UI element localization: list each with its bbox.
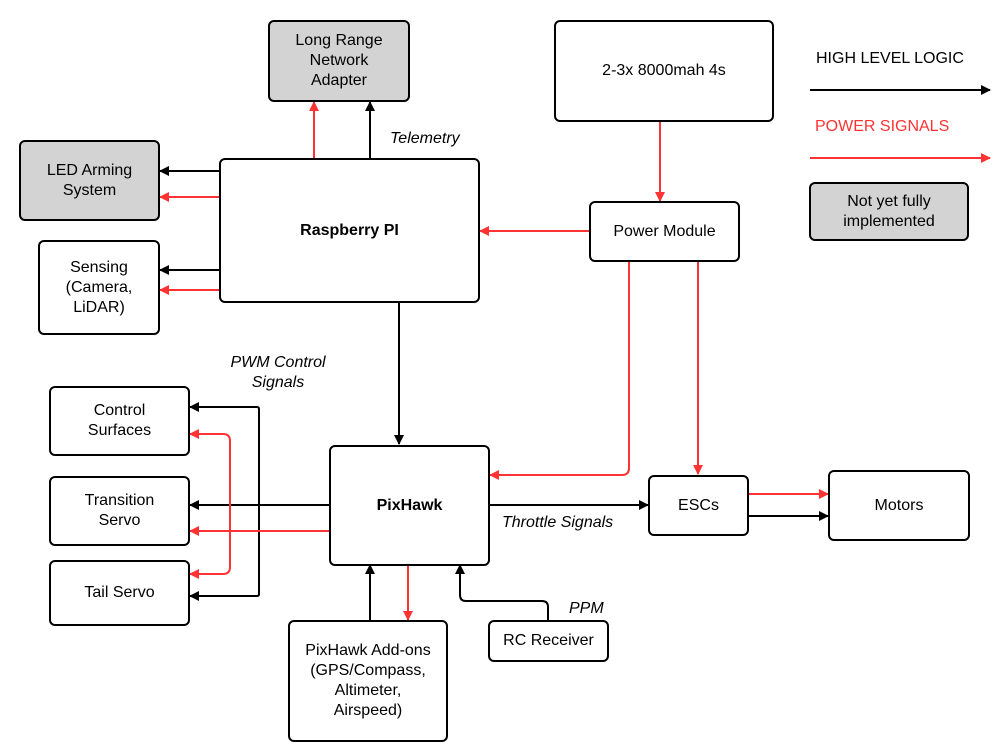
control-surfaces-box: Control Surfaces xyxy=(49,386,190,456)
ppm-label: PPM xyxy=(569,600,604,617)
wire-pwm-to-tail-servo xyxy=(189,591,260,601)
power-module-box: Power Module xyxy=(589,201,740,262)
throttle-signals-label: Throttle Signals xyxy=(502,514,614,531)
escs-box: ESCs xyxy=(648,475,749,536)
sensing-box: Sensing (Camera, LiDAR) xyxy=(38,240,160,335)
wire-pixhawk-power-bus xyxy=(229,441,329,567)
tail-servo-box: Tail Servo xyxy=(49,560,190,626)
led-arming-system-box: LED Arming System xyxy=(19,140,160,221)
transition-servo-box: Transition Servo xyxy=(49,476,190,546)
wire-pixhawk-pwm-bus xyxy=(258,409,329,594)
legend-power-signals: POWER SIGNALS xyxy=(815,118,950,135)
telemetry-label: Telemetry xyxy=(390,130,460,147)
wire-power-to-control-surfaces xyxy=(189,429,231,442)
wire-pwm-to-control-surfaces xyxy=(189,402,260,412)
rc-receiver-box: RC Receiver xyxy=(488,620,609,662)
raspberry-pi-box: Raspberry PI xyxy=(219,158,480,303)
wire-power-to-tail-servo xyxy=(189,566,231,579)
motors-box: Motors xyxy=(828,470,970,541)
pwm-control-signals-label: PWM Control Signals xyxy=(230,354,326,391)
battery-box: 2-3x 8000mah 4s xyxy=(554,20,774,122)
pixhawk-addons-box: PixHawk Add-ons (GPS/Compass, Altimeter,… xyxy=(288,620,448,742)
pixhawk-box: PixHawk xyxy=(329,445,490,566)
wire-rc-receiver-to-pixhawk xyxy=(455,564,549,620)
legend-not-yet-implemented-box: Not yet fully implemented xyxy=(809,182,969,241)
legend-high-level-logic: HIGH LEVEL LOGIC xyxy=(816,50,964,67)
long-range-network-adapter-box: Long Range Network Adapter xyxy=(268,20,410,102)
wire-power-module-to-pixhawk xyxy=(489,262,630,480)
